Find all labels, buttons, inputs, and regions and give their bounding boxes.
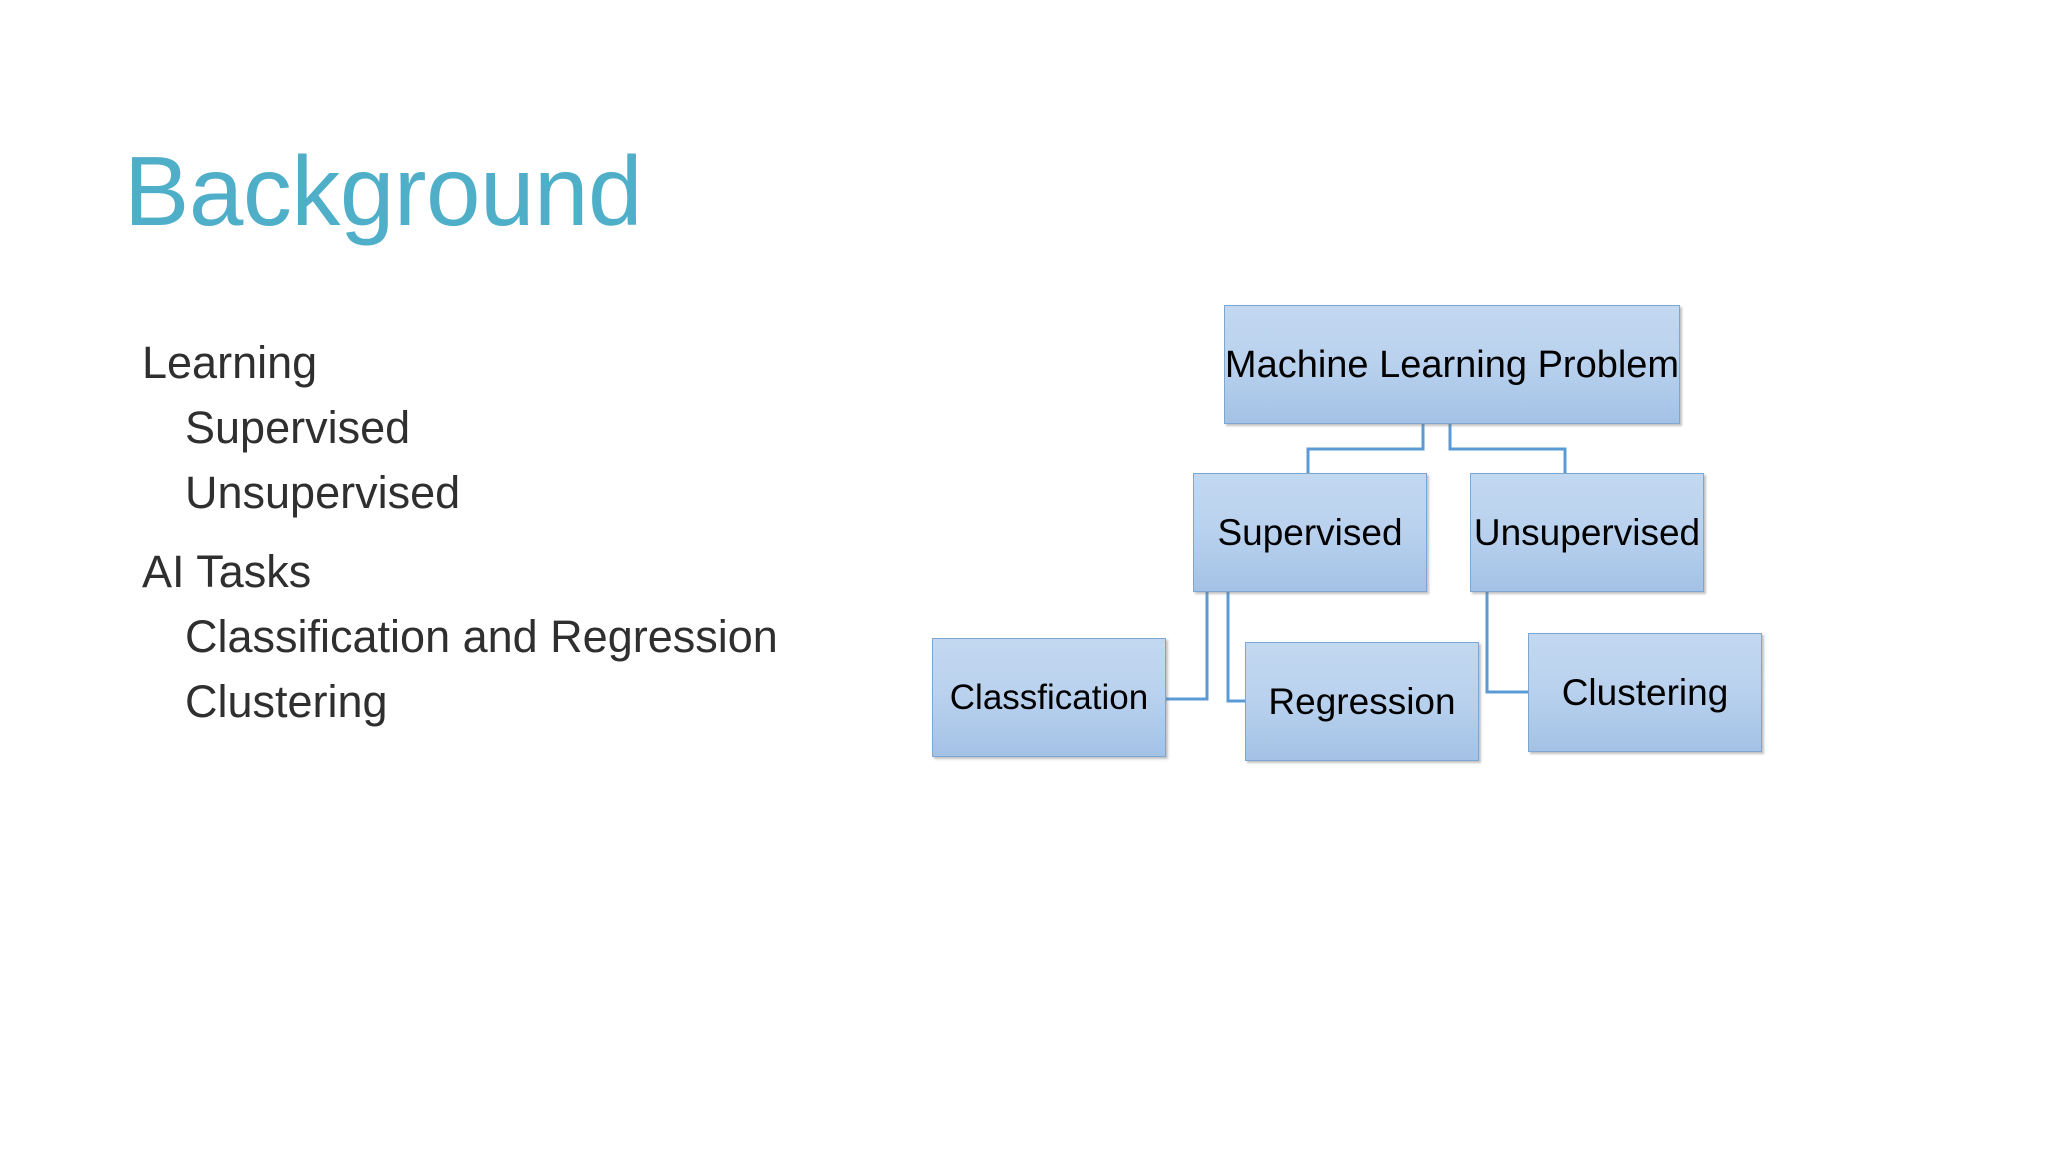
connector-root-to-unsupervised xyxy=(1448,424,1567,473)
flowchart-node-supervised[interactable]: Supervised xyxy=(1193,473,1427,592)
connector-root-to-supervised xyxy=(1306,424,1425,473)
bullet-ai-tasks: AI Tasks xyxy=(142,546,312,597)
bullet-unsupervised: Unsupervised xyxy=(185,467,461,518)
bullet-classification-and-regression: Classification and Regression xyxy=(185,611,778,662)
connector-supervised-to-regression xyxy=(1226,592,1245,703)
flowchart-node-label: Clustering xyxy=(1561,672,1729,713)
flowchart-node-label: Unsupervised xyxy=(1473,512,1701,553)
bullet-clustering: Clustering xyxy=(185,676,388,727)
flowchart-node-classfication[interactable]: Classfication xyxy=(932,638,1166,757)
connector-unsupervised-to-clustering xyxy=(1485,592,1528,694)
flowchart-node-regression[interactable]: Regression xyxy=(1245,642,1479,761)
body-bullet-list: Learning Supervised Unsupervised AI Task… xyxy=(142,330,902,734)
page-title: Background xyxy=(124,136,643,246)
bullet-supervised: Supervised xyxy=(185,402,411,453)
flowchart-node-clustering[interactable]: Clustering xyxy=(1528,633,1762,752)
connector-supervised-to-classfication xyxy=(1166,592,1209,701)
flowchart-node-label: Regression xyxy=(1268,681,1456,722)
flowchart-node-label: Supervised xyxy=(1217,512,1403,553)
flowchart-node-machine-learning-problem[interactable]: Machine Learning Problem xyxy=(1224,305,1680,424)
flowchart-node-label: Classfication xyxy=(949,678,1149,717)
flowchart-node-label: Machine Learning Problem xyxy=(1224,343,1680,386)
bullet-learning: Learning xyxy=(142,337,318,388)
flowchart-node-unsupervised[interactable]: Unsupervised xyxy=(1470,473,1704,592)
